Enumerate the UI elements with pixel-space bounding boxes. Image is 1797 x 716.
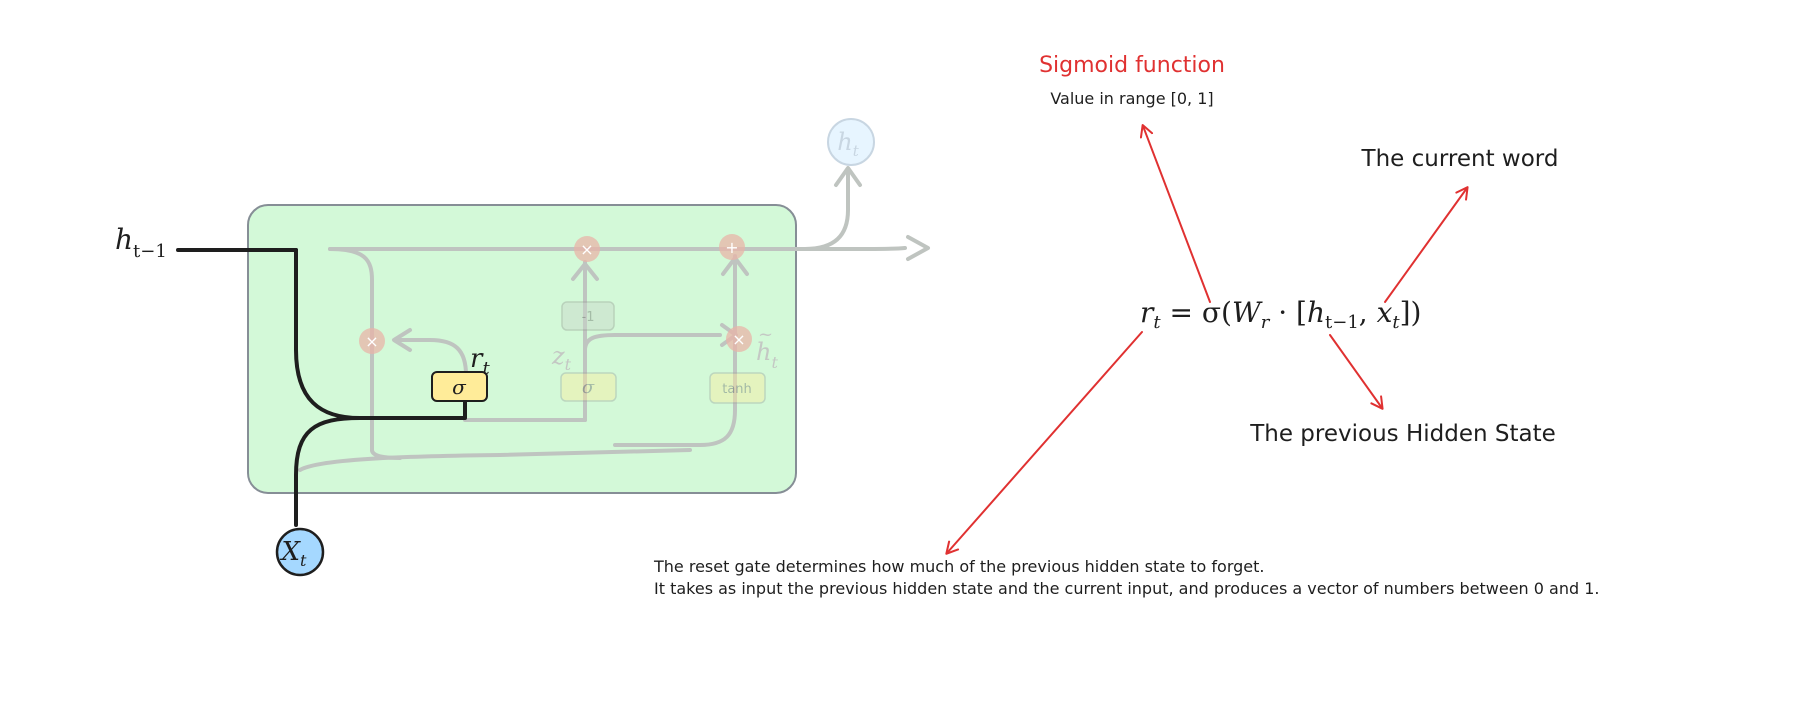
reset-gate-path [176,248,467,527]
description-line-1: The reset gate determines how much of th… [653,557,1264,576]
description-line-2: It takes as input the previous hidden st… [654,579,1599,598]
svg-text:×: × [732,330,745,349]
x-input-node: Xt [275,527,325,577]
one-minus-box: -1 [561,301,615,331]
op-multiply-candidate: × [726,326,752,352]
sigmoid-title: Sigmoid function [1039,53,1225,78]
update-gate-box: σ [560,372,617,402]
op-multiply-reset: × [359,328,385,354]
svg-text:+: + [725,238,738,257]
update-gate-label: zt [551,342,572,374]
reset-gate-equation: rt = σ(Wr · [ht−1, xt]) [1140,296,1421,333]
svg-text:σ: σ [452,375,467,399]
op-add: + [719,234,745,260]
candidate-label: ht [756,338,778,372]
previous-hidden-label: The previous Hidden State [1249,421,1556,447]
svg-text:×: × [580,240,593,259]
svg-text:tanh: tanh [722,382,752,397]
h-output-node: ht [827,118,875,166]
svg-text:ht: ht [837,128,859,160]
svg-text:-1: -1 [582,310,595,325]
arrow-to-current-word [1384,186,1469,303]
svg-text:σ: σ [582,377,595,398]
current-word-label: The current word [1361,146,1559,172]
op-multiply-update: × [574,236,600,262]
candidate-box: tanh [709,372,766,404]
arrow-to-previous-hidden [1329,334,1384,410]
annotation-arrows [945,124,1469,555]
input-hidden-label: ht−1 [115,223,167,262]
arrow-to-sigmoid [1139,124,1211,303]
arrow-to-description [945,331,1143,555]
candidate-tilde: ~ [758,324,773,345]
gru-cell: × × + × -1 σ zt tanh ht ~ [115,118,930,577]
reset-gate-box: σ [431,371,488,402]
cell-body [247,204,797,494]
svg-text:Xt: Xt [280,537,308,570]
svg-text:×: × [365,332,378,351]
faded-wiring [298,170,907,472]
reset-gate-label: rt [470,344,490,379]
sigmoid-range: Value in range [0, 1] [1050,89,1213,108]
